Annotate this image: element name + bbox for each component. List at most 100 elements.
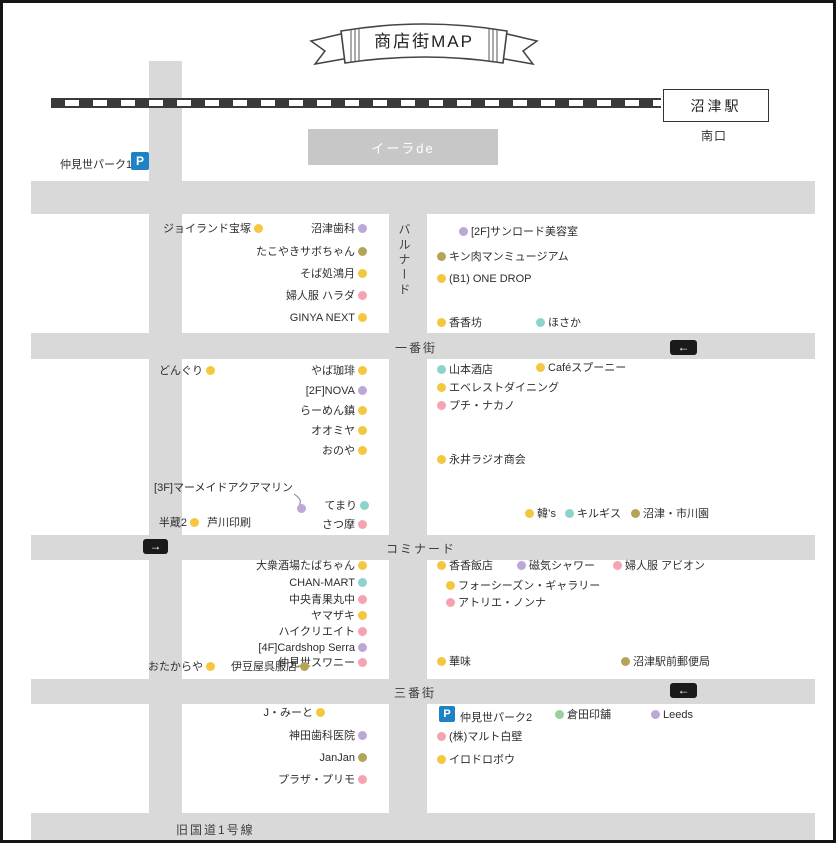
- shop-label: (B1) ONE DROP: [437, 272, 532, 286]
- shop-dot-icon: [358, 753, 367, 762]
- shop-name: 沼津駅前郵便局: [633, 656, 710, 668]
- arrow-right-icon: →: [143, 539, 168, 554]
- shop-name: Leeds: [663, 709, 693, 721]
- shop-dot-icon: [437, 383, 446, 392]
- shop-name: キルギス: [577, 508, 621, 520]
- road-vertical-left: [149, 61, 182, 840]
- shop-dot-icon: [254, 224, 263, 233]
- shop-dot-icon: [437, 755, 446, 764]
- shop-name: (株)マルト白壁: [449, 731, 523, 743]
- shop-label: プラザ・プリモ: [278, 773, 367, 787]
- shop-label: [2F]サンロード美容室: [459, 225, 578, 239]
- shop-label: 半蔵2: [159, 516, 199, 530]
- shop-label: 永井ラジオ商会: [437, 453, 526, 467]
- shop-name: 香香飯店: [449, 560, 493, 572]
- shop-name: プラザ・プリモ: [278, 774, 355, 786]
- shop-dot-icon: [437, 561, 446, 570]
- shop-name: さつ摩: [322, 519, 355, 531]
- station-box: 沼津駅: [663, 89, 769, 122]
- shop-label: たこやきサボちゃん: [256, 245, 367, 259]
- shop-dot-icon: [621, 657, 630, 666]
- shop-label: 仲見世スワニー: [278, 656, 367, 670]
- shop-label: そば処鴻月: [300, 267, 367, 281]
- shop-name: 倉田印舗: [567, 709, 611, 721]
- shop-dot-icon: [358, 775, 367, 784]
- shop-name: GINYA NEXT: [289, 312, 355, 324]
- shop-label: (株)マルト白壁: [437, 730, 522, 744]
- shop-label: CHAN-MART: [289, 576, 367, 590]
- shop-label: [3F]マーメイドアクアマリン: [154, 481, 293, 495]
- shop-label: 倉田印舗: [555, 708, 611, 722]
- shop-label: 芦川印刷: [207, 516, 251, 530]
- shop-name: ジョイランド宝塚: [163, 223, 251, 235]
- shop-dot-icon: [358, 269, 367, 278]
- shop-dot-icon: [358, 446, 367, 455]
- shop-name: 韓’s: [537, 508, 556, 520]
- shop-dot-icon: [206, 366, 215, 375]
- shop-label: [4F]Cardshop Serra: [258, 641, 367, 655]
- street-label-old-route1: 旧国道1号線: [176, 823, 255, 837]
- shop-name: 華味: [449, 656, 471, 668]
- shop-name: 大衆酒場たばちゃん: [256, 560, 355, 572]
- shop-label: てまり: [325, 499, 369, 513]
- shop-name: 婦人服 アビオン: [625, 560, 706, 572]
- railway-line: [51, 98, 661, 108]
- shop-name: 婦人服 ハラダ: [285, 290, 355, 302]
- shop-name: フォーシーズン・ギャラリー: [458, 580, 601, 592]
- shop-name: 仲見世スワニー: [278, 657, 355, 669]
- ribbon-body: [340, 23, 508, 64]
- shop-dot-icon: [631, 509, 640, 518]
- shop-label: ジョイランド宝塚: [163, 222, 263, 236]
- shop-label: ほさか: [536, 316, 581, 330]
- shop-name: 中央青果丸中: [289, 594, 355, 606]
- shop-label: JanJan: [320, 751, 367, 765]
- road-horizontal-top: [31, 181, 815, 214]
- shop-label: 中央青果丸中: [289, 593, 367, 607]
- shop-label: さつ摩: [322, 518, 367, 532]
- shop-name: エベレストダイニング: [449, 382, 559, 394]
- shop-dot-icon: [300, 662, 309, 671]
- shop-name: Caféスプーニー: [548, 362, 627, 374]
- shop-label: やば珈琲: [311, 364, 367, 378]
- shop-dot-icon: [358, 406, 367, 415]
- street-label-sanbangai: 三番街: [394, 686, 437, 700]
- shop-label: ヤマザキ: [311, 609, 367, 623]
- shop-dot-icon: [360, 501, 369, 510]
- shop-dot-icon: [555, 710, 564, 719]
- shop-dot-icon: [358, 658, 367, 667]
- ribbon-hatch-marks: [350, 29, 498, 62]
- shop-label: キルギス: [565, 507, 621, 521]
- shop-dot-icon: [358, 247, 367, 256]
- shop-name: おたからや: [148, 661, 203, 673]
- shop-name: キン肉マンミュージアム: [449, 251, 569, 263]
- shop-label: 大衆酒場たばちゃん: [256, 559, 367, 573]
- shop-label: [2F]NOVA: [306, 384, 367, 398]
- shop-dot-icon: [358, 291, 367, 300]
- shop-dot-icon: [297, 504, 306, 513]
- shop-name: CHAN-MART: [289, 577, 355, 589]
- shop-label: 婦人服 ハラダ: [286, 289, 367, 303]
- shop-name: JanJan: [319, 752, 355, 764]
- shop-name: 芦川印刷: [207, 517, 251, 529]
- shop-label: 沼津歯科: [311, 222, 367, 236]
- shop-label: 沼津駅前郵便局: [621, 655, 710, 669]
- shop-dot-icon: [358, 643, 367, 652]
- shop-dot-icon: [536, 318, 545, 327]
- shop-dot-icon: [358, 611, 367, 620]
- shop-dot-icon: [358, 426, 367, 435]
- shop-label: エベレストダイニング: [437, 381, 559, 395]
- shop-name: どんぐり: [159, 365, 203, 377]
- shop-dot-icon: [536, 363, 545, 372]
- parking-2-label: 仲見世パーク2: [460, 712, 533, 724]
- street-label-cominade: コミナード: [386, 542, 457, 556]
- shop-name: 磁気シャワー: [529, 560, 595, 572]
- parking-icon: P: [439, 706, 455, 722]
- shop-label: 伊豆屋呉服店: [231, 660, 309, 674]
- shop-name: 香香坊: [449, 317, 482, 329]
- shop-name: てまり: [324, 500, 357, 512]
- shop-dot-icon: [437, 274, 446, 283]
- shop-name: そば処鴻月: [300, 268, 355, 280]
- shop-dot-icon: [358, 731, 367, 740]
- shop-dot-icon: [437, 365, 446, 374]
